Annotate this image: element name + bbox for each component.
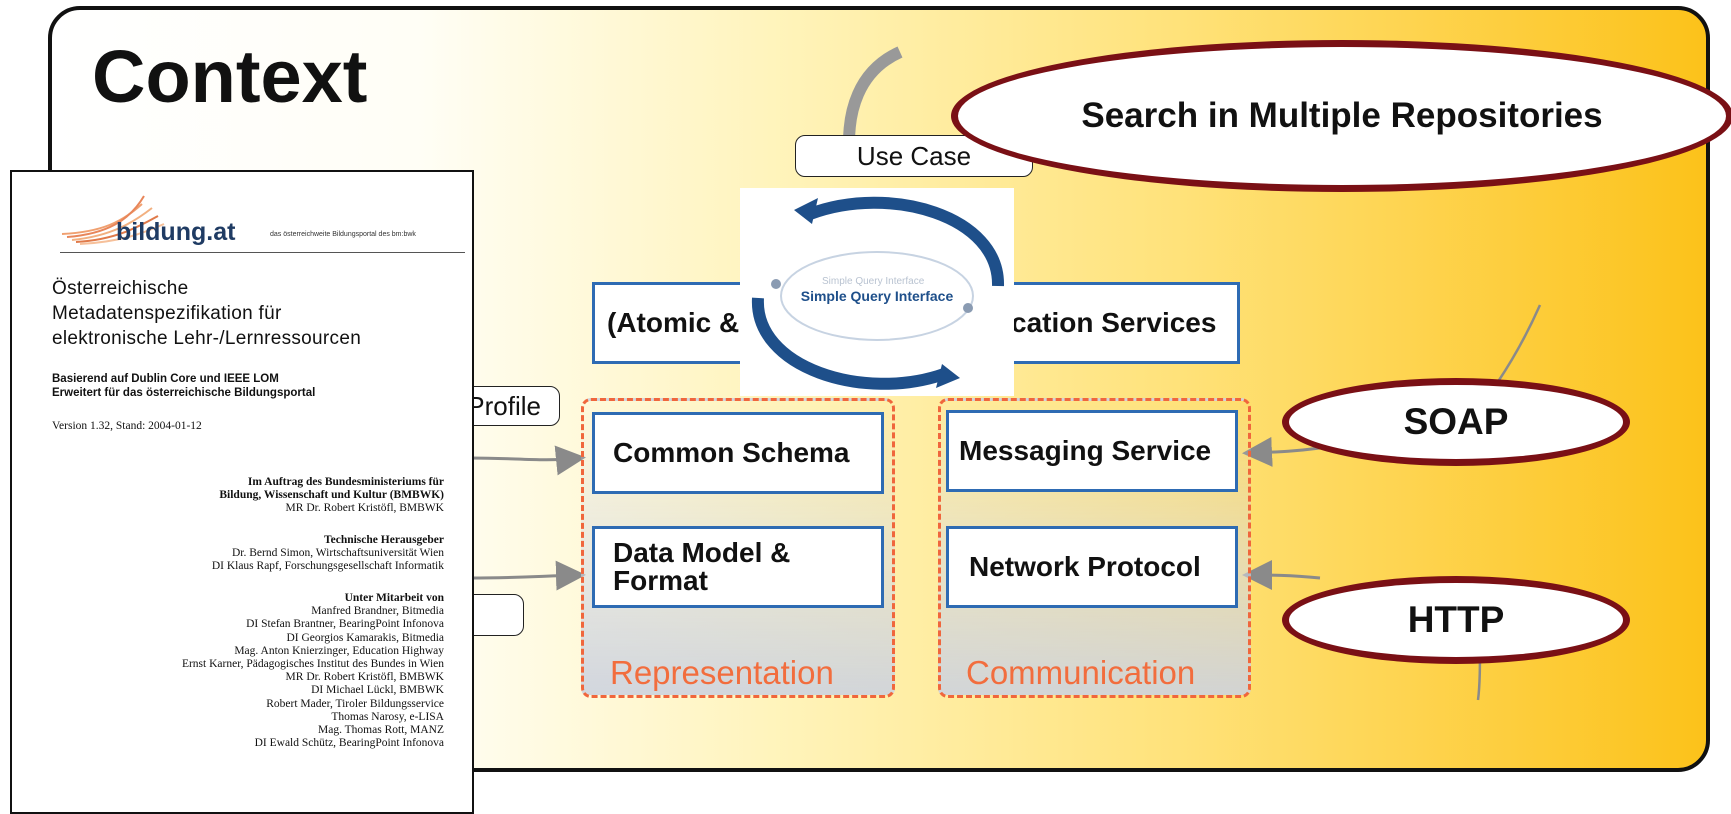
document-heading: Österreichische Metadatenspezifikation f… <box>52 276 361 351</box>
contributor-line: Mag. Thomas Rott, MANZ <box>318 724 444 737</box>
commission-line: Bildung, Wissenschaft und Kultur (BMBWK) <box>219 489 444 502</box>
search-repositories-ellipse: Search in Multiple Repositories <box>951 40 1731 192</box>
heading-line: elektronische Lehr-/Lernressourcen <box>52 328 362 349</box>
atomic-box: (Atomic & <box>592 282 757 364</box>
heading-line: Österreichische <box>52 278 189 299</box>
contributor-line: DI Georgios Kamarakis, Bitmedia <box>286 631 444 644</box>
document-logo: bildung.at das österreichweite Bildungsp… <box>12 182 472 253</box>
network-protocol-box: Network Protocol <box>946 526 1238 608</box>
document-subheading: Basierend auf Dublin Core und IEEE LOM E… <box>52 372 315 400</box>
common-schema-box: Common Schema <box>592 412 884 494</box>
data-model-format-box: Data Model & Format <box>592 526 884 608</box>
sqi-ghost-text: Simple Query Interface <box>822 276 925 287</box>
network-protocol-label: Network Protocol <box>969 551 1201 582</box>
application-services-box: cation Services <box>1000 282 1240 364</box>
contributors-block: Unter Mitarbeit von Manfred Brandner, Bi… <box>182 592 444 750</box>
contributors-title: Unter Mitarbeit von <box>344 592 444 604</box>
messaging-service-box: Messaging Service <box>946 410 1238 492</box>
contributor-line: MR Dr. Robert Kristöfl, BMBWK <box>285 671 444 684</box>
contributor-line: Manfred Brandner, Bitmedia <box>311 605 444 618</box>
commission-line: Im Auftrag des Bundesministeriums für <box>247 476 444 488</box>
editor-line: Dr. Bernd Simon, Wirtschaftsuniversität … <box>231 547 444 560</box>
document-logo-subtitle: das österreichweite Bildungsportal des b… <box>270 231 416 238</box>
contributor-line: Ernst Karner, Pädagogisches Institut des… <box>181 658 444 671</box>
document-version: Version 1.32, Stand: 2004-01-12 <box>52 420 202 432</box>
atomic-box-label: (Atomic & <box>607 307 740 338</box>
heading-line: Metadatenspezifikation für <box>52 303 282 324</box>
editors-title: Technische Herausgeber <box>324 534 444 546</box>
profile-pill-label: Profile <box>467 390 541 421</box>
http-arrow <box>1242 560 1321 591</box>
swoosh-logo-icon <box>61 195 165 245</box>
document-logo-text: bildung.at <box>116 218 236 246</box>
representation-label: Representation <box>610 654 834 691</box>
messaging-service-label: Messaging Service <box>959 435 1212 466</box>
subhead-line: Basierend auf Dublin Core und IEEE LOM <box>52 373 279 385</box>
editors-block: Technische Herausgeber Dr. Bernd Simon, … <box>212 534 444 574</box>
application-services-label: cation Services <box>1011 307 1217 338</box>
sqi-main-text: Simple Query Interface <box>800 288 954 304</box>
sqi-swirl-icon <box>751 196 1005 390</box>
editor-line: DI Klaus Rapf, Forschungsgesellschaft In… <box>211 560 444 573</box>
contributor-line: DI Stefan Brantner, BearingPoint Infonov… <box>246 618 444 631</box>
data-model-format-label: Data Model & Format <box>613 537 791 596</box>
format-arrow <box>469 560 586 591</box>
page-title: Context <box>92 35 368 118</box>
contributor-line: Mag. Anton Knierzinger, Education Highwa… <box>234 644 444 657</box>
http-ellipse: HTTP <box>1282 576 1630 664</box>
simple-query-interface-logo: Simple Query Interface Simple Query Inte… <box>740 188 1014 396</box>
commission-line: MR Dr. Robert Kristöfl, BMBWK <box>285 502 444 515</box>
contributor-line: DI Michael Lückl, BMBWK <box>311 684 444 697</box>
common-schema-label: Common Schema <box>613 437 850 468</box>
soap-arrow <box>1242 436 1321 467</box>
subhead-line: Erweitert für das österreichische Bildun… <box>52 387 316 399</box>
logo-divider <box>60 252 465 253</box>
communication-label: Communication <box>966 654 1196 691</box>
commission-block: Im Auftrag des Bundesministeriums für Bi… <box>219 476 444 516</box>
soap-ellipse: SOAP <box>1282 378 1630 466</box>
contributor-line: Thomas Narosy, e-LISA <box>331 710 444 723</box>
profile-arrow <box>469 445 586 476</box>
contributor-line: Robert Mader, Tiroler Bildungsservice <box>266 697 444 710</box>
specification-document: bildung.at das österreichweite Bildungsp… <box>10 170 474 814</box>
contributor-line: DI Ewald Schütz, BearingPoint Infonova <box>254 737 444 750</box>
